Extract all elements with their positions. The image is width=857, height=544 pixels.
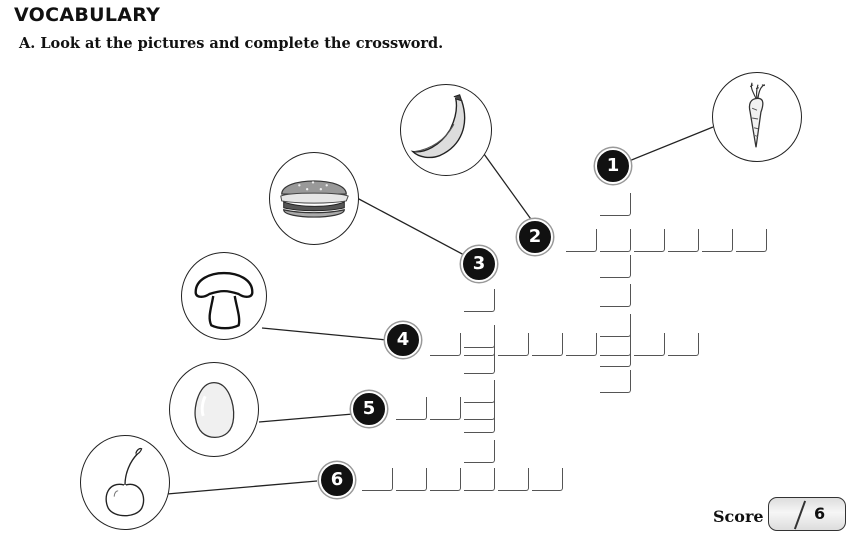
score-total: 6 xyxy=(814,504,826,523)
crossword-cell-2-1[interactable] xyxy=(566,229,597,252)
crossword-cell-6-4[interactable] xyxy=(464,468,495,491)
egg-picture xyxy=(169,362,259,457)
crossword-cell-1-6[interactable] xyxy=(600,344,631,367)
instruction-text: A. Look at the pictures and complete the… xyxy=(19,35,444,52)
crossword-cell-3-4[interactable] xyxy=(464,380,495,403)
banana-icon xyxy=(410,94,466,159)
crossword-cell-1-2[interactable] xyxy=(600,229,631,252)
crossword-cell-1-4[interactable] xyxy=(600,284,631,307)
burger-icon xyxy=(280,180,349,218)
clue-number-1: 1 xyxy=(595,148,631,184)
crossword-cell-3-1[interactable] xyxy=(464,289,495,312)
carrot-icon xyxy=(748,82,766,148)
crossword-cell-2-5[interactable] xyxy=(702,229,733,252)
clue-number-2: 2 xyxy=(517,219,553,255)
crossword-cell-1-3[interactable] xyxy=(600,255,631,278)
crossword-cell-4-5[interactable] xyxy=(566,333,597,356)
crossword-cell-5-2[interactable] xyxy=(430,397,461,420)
clue-number-5: 5 xyxy=(351,391,387,427)
clue-number-6: 6 xyxy=(319,462,355,498)
crossword-cell-4-7[interactable] xyxy=(634,333,665,356)
crossword-cell-2-3[interactable] xyxy=(634,229,665,252)
clue-number-4: 4 xyxy=(385,322,421,358)
score-label: Score xyxy=(713,507,764,526)
score-box[interactable]: 6 xyxy=(768,497,846,531)
crossword-cell-4-4[interactable] xyxy=(532,333,563,356)
crossword-cell-5-1[interactable] xyxy=(396,397,427,420)
crossword-cell-4-2[interactable] xyxy=(464,333,495,356)
page-title: VOCABULARY xyxy=(14,4,161,26)
carrot-picture xyxy=(712,72,802,162)
burger-picture xyxy=(269,152,359,245)
crossword-cell-6-5[interactable] xyxy=(498,468,529,491)
crossword-cell-3-5[interactable] xyxy=(464,410,495,433)
crossword-cell-2-4[interactable] xyxy=(668,229,699,252)
crossword-cell-5-3[interactable] xyxy=(464,397,495,420)
crossword-cell-6-3[interactable] xyxy=(430,468,461,491)
egg-icon xyxy=(194,381,235,439)
cherry-picture xyxy=(80,435,170,530)
clue-number-3: 3 xyxy=(461,246,497,282)
crossword-cell-4-3[interactable] xyxy=(498,333,529,356)
mushroom-icon xyxy=(194,272,254,330)
crossword-cell-6-1[interactable] xyxy=(362,468,393,491)
crossword-cell-2-6[interactable] xyxy=(736,229,767,252)
mushroom-picture xyxy=(181,252,267,340)
crossword-cell-3-6[interactable] xyxy=(464,440,495,463)
banana-picture xyxy=(400,84,492,176)
crossword-cell-6-6[interactable] xyxy=(532,468,563,491)
crossword-cell-1-7[interactable] xyxy=(600,370,631,393)
crossword-cell-4-8[interactable] xyxy=(668,333,699,356)
crossword-cell-3-3[interactable] xyxy=(464,351,495,374)
crossword-cell-1-1[interactable] xyxy=(600,193,631,216)
crossword-cell-4-1[interactable] xyxy=(430,333,461,356)
cherry-icon xyxy=(105,447,145,517)
score-slash xyxy=(793,500,807,530)
crossword-cell-1-5[interactable] xyxy=(600,314,631,337)
crossword-cell-6-2[interactable] xyxy=(396,468,427,491)
crossword-cell-4-6[interactable] xyxy=(600,333,631,356)
